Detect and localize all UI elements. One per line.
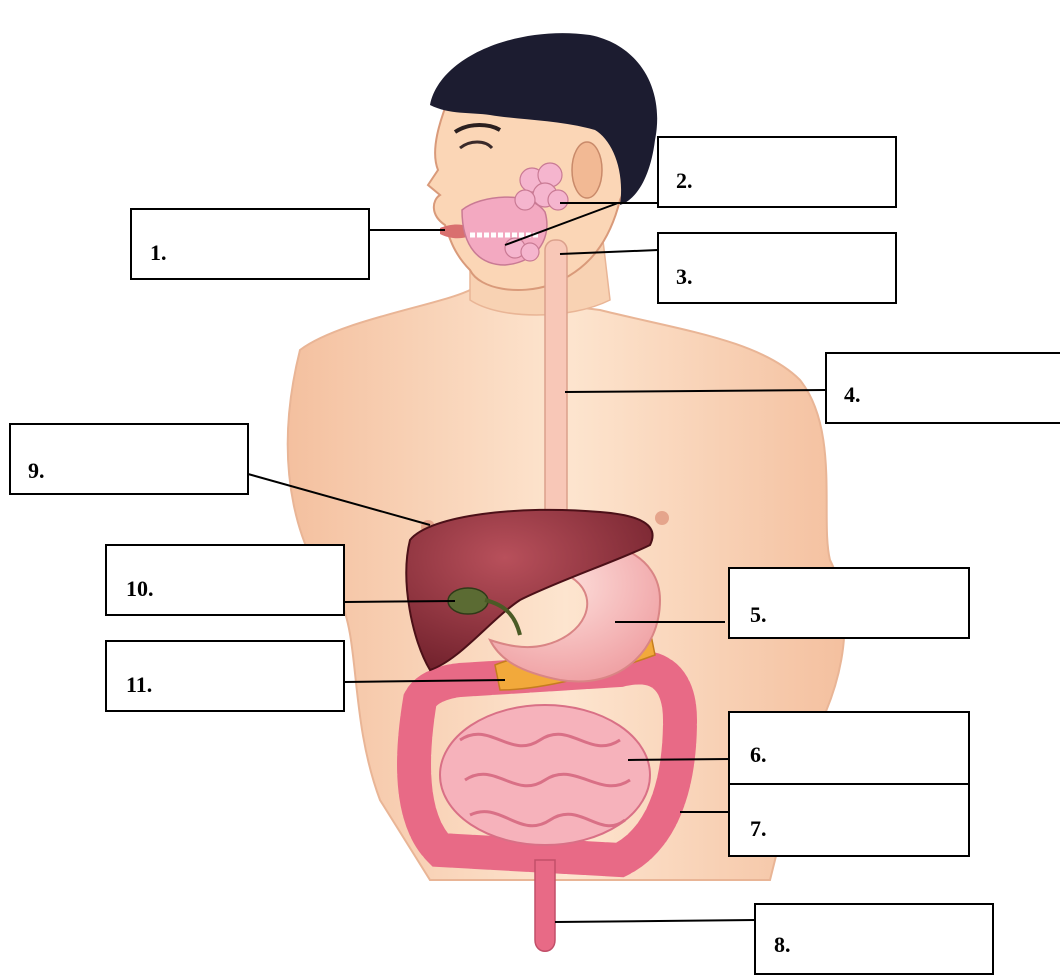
label-box-3[interactable] xyxy=(657,232,897,304)
rectum xyxy=(535,860,555,951)
label-7: 7. xyxy=(750,816,767,842)
esophagus xyxy=(545,240,567,540)
label-8: 8. xyxy=(774,932,791,958)
label-2: 2. xyxy=(676,168,693,194)
label-box-2[interactable] xyxy=(657,136,897,208)
label-6: 6. xyxy=(750,742,767,768)
ear xyxy=(572,142,602,198)
label-1: 1. xyxy=(150,240,167,266)
label-3: 3. xyxy=(676,264,693,290)
label-4: 4. xyxy=(844,382,861,408)
label-box-9[interactable] xyxy=(9,423,249,495)
label-5: 5. xyxy=(750,602,767,628)
label-9: 9. xyxy=(28,458,45,484)
right-nipple xyxy=(655,511,669,525)
label-11: 11. xyxy=(126,672,152,698)
label-10: 10. xyxy=(126,576,154,602)
